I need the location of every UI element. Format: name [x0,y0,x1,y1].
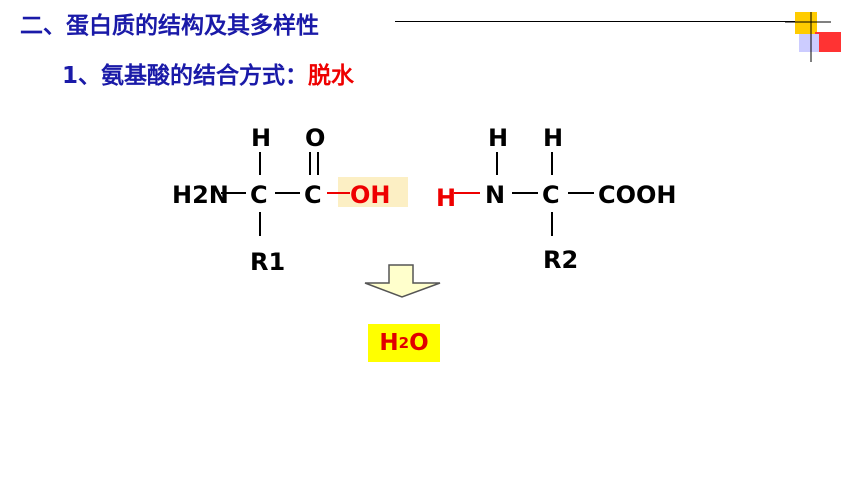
subtitle-highlight: 脱水 [308,63,355,89]
r-group-1: R1 [250,248,285,276]
alpha-h-2: H [543,124,563,152]
r-group-2: R2 [543,246,578,274]
down-arrow-icon [364,264,441,298]
title-divider [395,21,815,22]
slide-title: 二、蛋白质的结构及其多样性 [20,13,319,39]
alpha-h-1: H [251,124,271,152]
deco-blue-square [799,34,819,52]
carboxyl-carbon: C [304,181,322,209]
water-h: H [379,330,399,356]
alpha-carbon-2: C [542,181,560,209]
amine-h-top: H [488,124,508,152]
slide-subtitle: 1、氨基酸的结合方式：脱水 [62,56,354,90]
water-o: O [409,330,429,356]
amine-h-left: H [436,184,456,212]
amine-nitrogen: N [485,181,505,209]
alpha-carbon-1: C [250,181,268,209]
amino-group-label: H2N [172,181,229,209]
hydroxyl-text: OH [350,181,391,209]
amino-group-text: H2N [172,181,229,209]
water-subscript: 2 [398,334,410,352]
carbonyl-oxygen: O [305,124,325,152]
subtitle-text: 1、氨基酸的结合方式： [62,63,309,89]
corner-decoration [785,12,841,62]
carboxyl-group-2: COOH [598,181,677,209]
deco-red-square [815,32,841,52]
